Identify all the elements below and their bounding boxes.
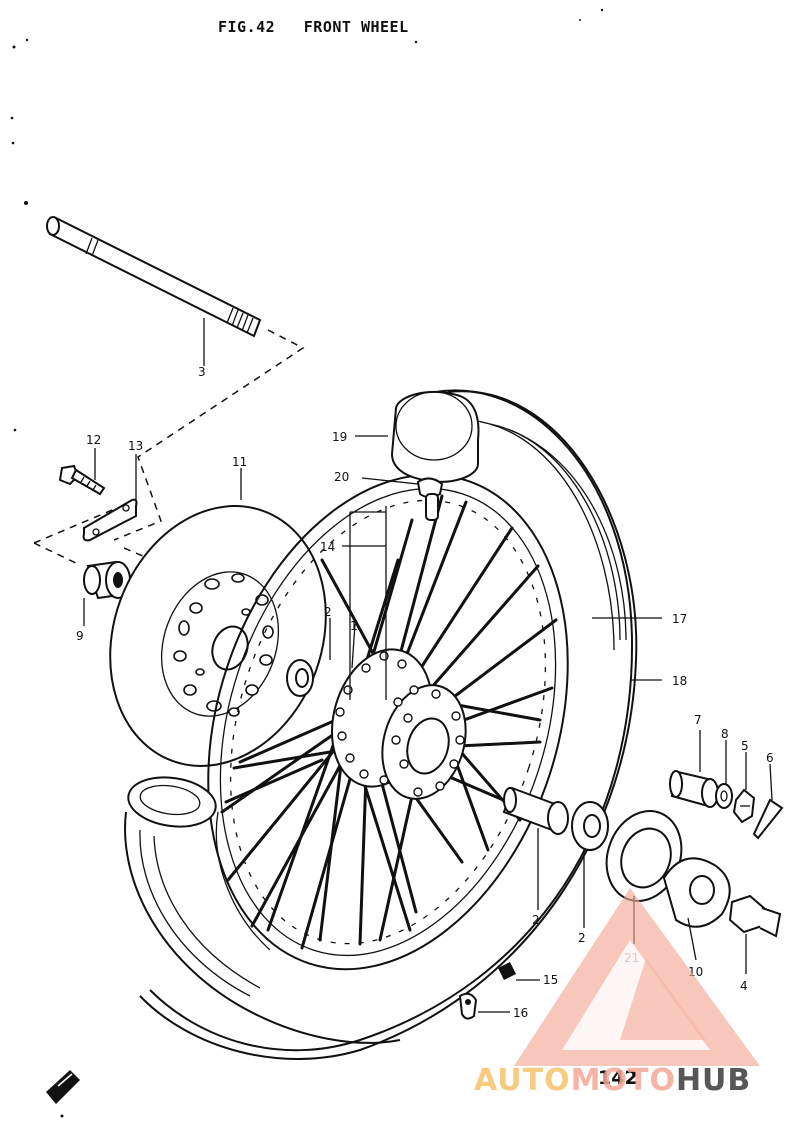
svg-text:AUTOMOTOHUB: AUTOMOTOHUB <box>474 1063 751 1098</box>
watermark-part3: HUB <box>676 1063 751 1098</box>
watermark-logo-triangle <box>514 888 760 1066</box>
cotter-pin <box>752 798 784 840</box>
disc-bolt <box>58 464 106 496</box>
scan-specks <box>10 8 604 432</box>
brake-disc <box>109 505 327 767</box>
label-17: 16 <box>513 1006 528 1020</box>
axle-nut <box>728 894 782 938</box>
leader-lines <box>83 318 773 1013</box>
direction-marker <box>46 1070 80 1118</box>
dust-seal <box>605 810 683 902</box>
label-13: 12 <box>86 433 101 447</box>
wheel-rim <box>207 473 569 971</box>
label-4: 3 <box>198 365 206 379</box>
figure-title: FIG.42 FRONT WHEEL <box>218 18 409 36</box>
axle-spacer <box>502 786 569 835</box>
tire-tube-section <box>390 391 480 483</box>
axle-collar <box>669 770 719 808</box>
label-10: 9 <box>76 629 84 643</box>
label-3: 2 <box>532 913 540 927</box>
label-14: 13 <box>128 439 143 453</box>
watermark-part2: MOTO <box>571 1063 676 1098</box>
label-1: 1 <box>350 619 358 633</box>
spoke-nipple <box>498 962 516 980</box>
label-16: 15 <box>543 973 558 987</box>
rim-band-clip <box>458 992 478 1020</box>
axle-washer <box>715 783 733 809</box>
label-20: 19 <box>332 430 347 444</box>
bearing-right <box>571 801 609 851</box>
wheel-spacer <box>83 560 131 600</box>
bolt-lock-plate <box>82 498 138 542</box>
label-15: 14 <box>320 540 335 554</box>
label-7: 6 <box>766 751 774 765</box>
label-2-left: 2 <box>324 605 332 619</box>
valve-cap <box>416 477 444 521</box>
label-19: 18 <box>672 674 687 688</box>
label-5: 4 <box>740 979 748 993</box>
tire-front-section <box>124 776 401 1044</box>
label-9: 8 <box>721 727 729 741</box>
label-2-right: 2 <box>578 931 586 945</box>
bearing-left <box>286 659 314 697</box>
label-8: 7 <box>694 713 702 727</box>
label-21: 20 <box>334 470 349 484</box>
watermark-part1: AUTO <box>474 1063 571 1098</box>
watermark: AUTOMOTOHUB <box>474 888 760 1098</box>
castle-nut <box>732 788 756 824</box>
page-number: 142 <box>598 1067 638 1089</box>
part-number-labels: 3 12 13 11 9 2 1 19 20 14 17 18 7 8 5 6 … <box>76 365 774 1020</box>
front-axle <box>46 216 262 338</box>
speedometer-gearbox <box>662 857 731 928</box>
label-12: 11 <box>232 455 247 469</box>
wheel-hub <box>330 648 467 800</box>
label-6: 5 <box>741 739 749 753</box>
label-18: 17 <box>672 612 687 626</box>
